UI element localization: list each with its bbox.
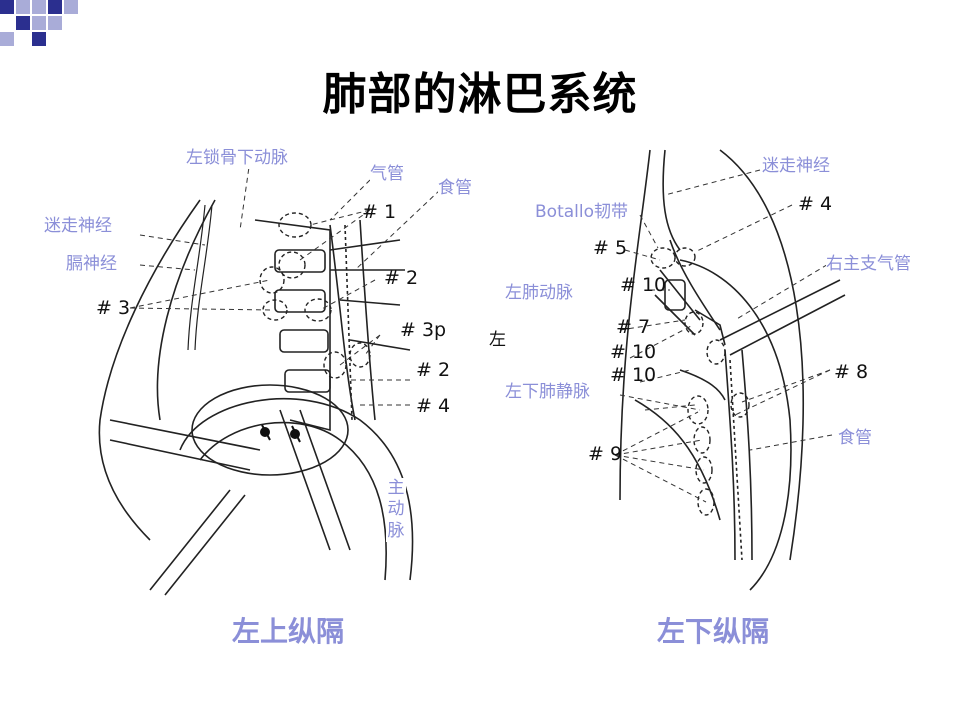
label-right-esophagus: 食管 [838, 428, 872, 450]
lymph-diagram: 左锁骨下动脉 气管 食管 迷走神经 膈神经 主动脉 # 1 # 2 # 3 # … [0, 120, 960, 720]
page-title: 肺部的淋巴系统 [322, 69, 638, 120]
node-number-r7: # 7 [616, 316, 651, 338]
node-number-r5: # 5 [593, 237, 628, 259]
node-number-r10-upper: # 10 [620, 274, 667, 296]
node-number-r10-lower: # 10 [610, 364, 657, 386]
node-number-2-upper: # 2 [384, 267, 419, 289]
label-botallo-ligament: Botallo韧带 [535, 202, 628, 224]
label-left-vagus-nerve: 迷走神经 [44, 216, 112, 238]
label-left-pulmonary-artery: 左肺动脉 [505, 283, 573, 305]
node-number-3: # 3 [96, 297, 131, 319]
node-number-2-lower: # 2 [416, 359, 451, 381]
label-middle-left: 左 [489, 330, 506, 350]
label-left-phrenic-nerve: 膈神经 [66, 254, 117, 276]
label-right-vagus-nerve: 迷走神经 [762, 156, 830, 178]
caption-left-lower-mediastinum: 左下纵隔 [657, 615, 770, 648]
label-left-aorta: 主动脉 [386, 478, 406, 542]
label-right-main-bronchus: 右主支气管 [826, 254, 911, 276]
node-number-r8: # 8 [834, 361, 869, 383]
label-left-inferior-pulmonary-vein: 左下肺静脉 [505, 382, 590, 404]
node-number-r10-middle: # 10 [610, 341, 657, 363]
label-left-trachea: 气管 [370, 164, 404, 186]
node-number-1: # 1 [362, 201, 397, 223]
node-number-3p: # 3p [400, 319, 447, 341]
corner-decoration [0, 0, 78, 46]
caption-left-upper-mediastinum: 左上纵隔 [232, 615, 345, 648]
right-mediastinum-illustration [614, 149, 846, 591]
node-number-4: # 4 [416, 395, 451, 417]
label-left-subclavian-artery: 左锁骨下动脉 [186, 148, 288, 170]
label-left-esophagus: 食管 [438, 178, 472, 200]
node-number-r9: # 9 [588, 443, 623, 465]
node-number-r4: # 4 [798, 193, 833, 215]
left-mediastinum-illustration [98, 159, 441, 596]
